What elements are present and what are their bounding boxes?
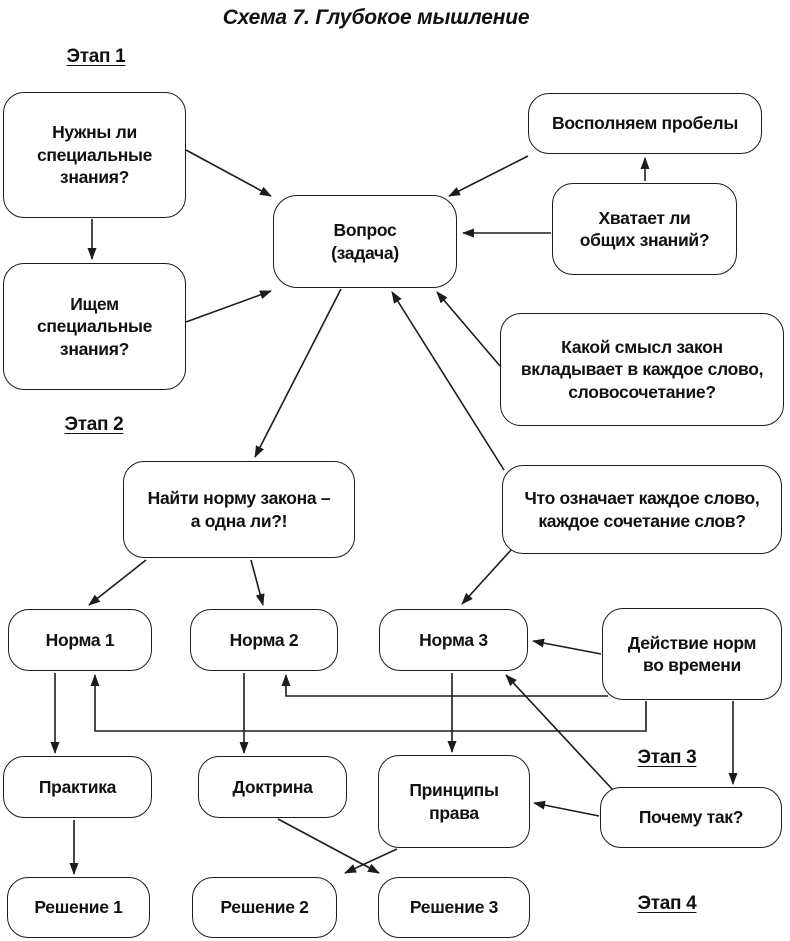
arrow-law-meaning-to-question [436,291,501,367]
arrow-doctrine-to-solution-3 [277,818,380,874]
arrow-seek-special-to-question [185,290,272,323]
arrow-principles-to-solution-2 [344,848,398,874]
node-solution-1: Решение 1 [7,877,150,938]
stage-4-label: Этап 4 [637,893,697,914]
node-fill-gaps: Восполняем пробелы [528,93,762,154]
node-doctrine: Доктрина [198,756,347,818]
node-norm-2: Норма 2 [190,609,338,671]
arrow-question-to-find-norm [254,288,342,458]
stage-2-label: Этап 2 [64,414,124,435]
node-solution-2: Решение 2 [192,877,337,938]
arrow-find-norm-to-norm-2 [250,559,265,606]
arrow-words-meaning-to-norm-3 [461,549,512,605]
node-find-norm: Найти норму закона – а одна ли?! [123,461,355,558]
arrow-fill-gaps-to-question [448,155,529,197]
arrow-needs-special-to-question [185,149,272,197]
arrow-norms-time-to-norm-1 [90,674,647,732]
node-practice: Практика [3,756,152,818]
arrow-norms-time-to-norm-3 [532,638,602,655]
node-why-so: Почему так? [600,787,782,848]
node-norm-3: Норма 3 [379,609,528,671]
arrow-find-norm-to-norm-1 [88,559,147,606]
stage-3-label: Этап 3 [637,747,697,768]
arrow-why-so-to-principles [533,800,600,817]
node-norms-time: Действие норм во времени [602,608,782,700]
node-norm-1: Норма 1 [8,609,152,671]
arrow-words-meaning-to-question [391,291,505,471]
stage-1-label: Этап 1 [66,46,126,67]
node-question: Вопрос (задача) [273,195,457,288]
node-enough-general: Хватает ли общих знаний? [552,183,737,275]
node-needs-special: Нужны ли специальные знания? [3,92,186,218]
node-words-meaning: Что означает каждое слово, каждое сочета… [502,465,782,554]
node-seek-special: Ищем специальные знания? [3,263,186,390]
diagram-title: Схема 7. Глубокое мышление [222,6,530,29]
node-solution-3: Решение 3 [378,877,530,938]
node-principles: Принципы права [378,755,530,848]
arrow-why-so-to-norm-3 [505,674,614,791]
arrow-norms-time-to-norm-2 [281,674,608,697]
node-law-meaning: Какой смысл закон вкладывает в каждое сл… [500,313,784,426]
